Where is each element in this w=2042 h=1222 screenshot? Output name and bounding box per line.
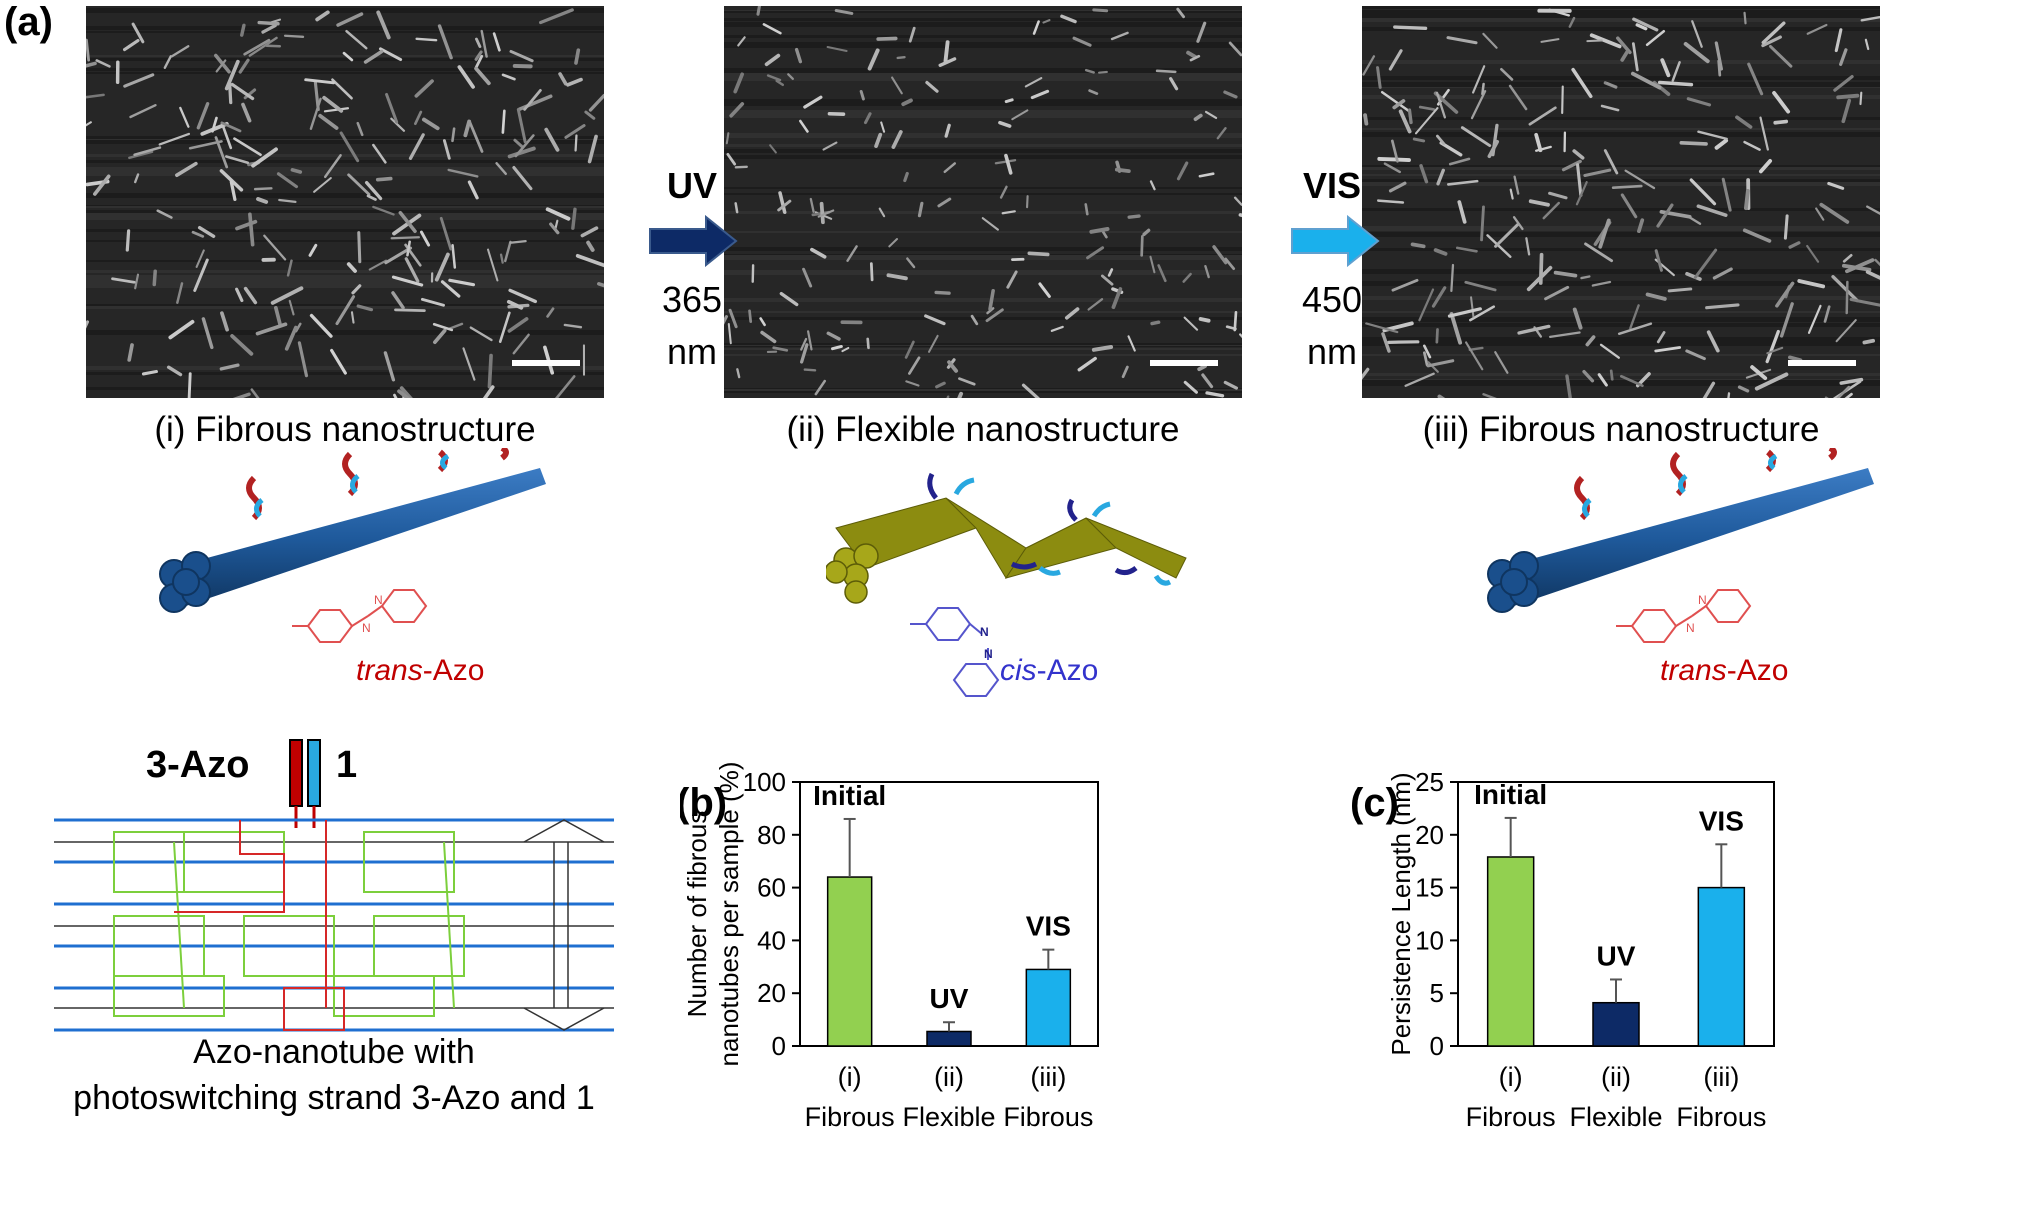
svg-text:N: N xyxy=(984,647,993,661)
panel-a-label: (a) xyxy=(4,0,53,44)
x-tick-label: (ii) xyxy=(1601,1062,1631,1092)
arrow-vis-wavelength: 450 xyxy=(1301,279,1363,320)
scale-bar xyxy=(512,360,580,366)
panel-c-label: (c) xyxy=(1350,781,1399,825)
svg-text:N: N xyxy=(362,621,371,635)
x-tick-label: Fibrous xyxy=(1676,1102,1766,1132)
strand-label-3-azo: 3-Azo xyxy=(146,744,250,786)
y-tick-label: 0 xyxy=(1430,1031,1444,1061)
bar-label: UV xyxy=(930,983,969,1014)
arrow-uv-unit: nm xyxy=(666,331,717,372)
y-tick-label: 10 xyxy=(1415,925,1444,955)
y-tick-label: 20 xyxy=(1415,820,1444,850)
scale-bar xyxy=(1788,360,1856,366)
afm-texture xyxy=(1362,6,1880,398)
x-tick-label: Fibrous xyxy=(1003,1102,1093,1132)
bar xyxy=(826,876,873,1047)
bar-label: UV xyxy=(1597,940,1636,971)
y-tick-label: 80 xyxy=(757,820,786,850)
x-tick-label: Flexible xyxy=(902,1102,995,1132)
x-tick-label: (iii) xyxy=(1030,1062,1066,1092)
afm-texture xyxy=(724,6,1242,398)
x-tick-label: (iii) xyxy=(1703,1062,1739,1092)
arrow-vis-icon xyxy=(1291,215,1380,267)
bar-label: VIS xyxy=(1026,911,1071,942)
afm-image-initial xyxy=(86,6,604,398)
y-tick-label: 60 xyxy=(757,873,786,903)
panel-b-label: (b) xyxy=(680,781,727,825)
chem-label-cis: cis-Azo xyxy=(1000,654,1098,688)
cis-azo-structure-icon: N N xyxy=(910,607,1000,697)
y-tick-label: 5 xyxy=(1430,978,1444,1008)
caption-initial: (i) Fibrous nanostructure xyxy=(154,410,536,449)
x-tick-label: Fibrous xyxy=(1466,1102,1556,1132)
caption-vis: (iii) Fibrous nanostructure xyxy=(1422,410,1820,449)
chem-prefix: trans xyxy=(356,654,423,687)
bar xyxy=(926,1030,972,1047)
trans-azo-structure-icon: N N xyxy=(292,589,428,643)
arrow-vis-label: VIS xyxy=(1302,165,1362,206)
chem-label-trans-3: trans-Azo xyxy=(1660,654,1788,688)
chem-prefix: cis xyxy=(1000,654,1037,687)
nanotube-flexible-icon xyxy=(826,472,1187,604)
chem-suffix: -Azo xyxy=(422,654,485,687)
caption-uv: (ii) Flexible nanostructure xyxy=(786,410,1180,449)
bar xyxy=(1025,968,1072,1047)
y-tick-label: 0 xyxy=(772,1031,786,1061)
nanotube-fibrous-icon xyxy=(159,448,546,613)
chem-suffix: -Azo xyxy=(1726,654,1789,687)
photoswitch-strand-icon xyxy=(289,739,321,828)
x-tick-label: Fibrous xyxy=(805,1102,895,1132)
svg-text:N: N xyxy=(980,625,989,639)
dna-origami-diagram xyxy=(54,818,614,1032)
afm-image-vis xyxy=(1362,6,1880,398)
arrow-uv-icon xyxy=(649,215,738,267)
x-tick-label: Flexible xyxy=(1569,1102,1662,1132)
y-axis-label: Number of fibrous xyxy=(682,811,712,1018)
chem-suffix: -Azo xyxy=(1036,654,1099,687)
strand-label-1: 1 xyxy=(336,744,358,786)
afm-texture xyxy=(86,6,604,398)
svg-text:N: N xyxy=(1698,593,1707,607)
trans-azo-structure-icon: N N xyxy=(1616,589,1752,643)
chem-prefix: trans xyxy=(1660,654,1727,687)
bar-label: Initial xyxy=(1474,779,1547,810)
nanotube-fibrous-icon xyxy=(1487,448,1874,613)
arrow-uv-label: UV xyxy=(666,165,717,206)
bar-label: Initial xyxy=(813,780,886,811)
bar xyxy=(1486,856,1535,1047)
x-tick-label: (i) xyxy=(1499,1062,1523,1092)
y-axis-label: Persistence Length (nm) xyxy=(1386,772,1416,1055)
y-tick-label: 15 xyxy=(1415,873,1444,903)
x-tick-label: (i) xyxy=(838,1062,862,1092)
bar xyxy=(1592,1001,1640,1047)
y-tick-label: 40 xyxy=(757,925,786,955)
bar-label: VIS xyxy=(1699,805,1744,836)
diagram-caption-line1: Azo-nanotube with xyxy=(193,1033,475,1071)
bar xyxy=(1697,886,1746,1047)
svg-text:N: N xyxy=(374,593,383,607)
y-tick-label: 100 xyxy=(743,767,786,797)
y-tick-label: 20 xyxy=(757,978,786,1008)
svg-text:N: N xyxy=(1686,621,1695,635)
x-tick-label: (ii) xyxy=(934,1062,964,1092)
scale-bar xyxy=(1150,360,1218,366)
y-axis-label: nanotubes per sample (%) xyxy=(714,762,744,1067)
arrow-vis-unit: nm xyxy=(1306,331,1357,372)
y-tick-label: 25 xyxy=(1415,767,1444,797)
chem-label-trans-1: trans-Azo xyxy=(356,654,484,688)
arrow-uv-wavelength: 365 xyxy=(661,279,723,320)
diagram-caption-line2: photoswitching strand 3-Azo and 1 xyxy=(73,1079,595,1117)
afm-image-uv xyxy=(724,6,1242,398)
